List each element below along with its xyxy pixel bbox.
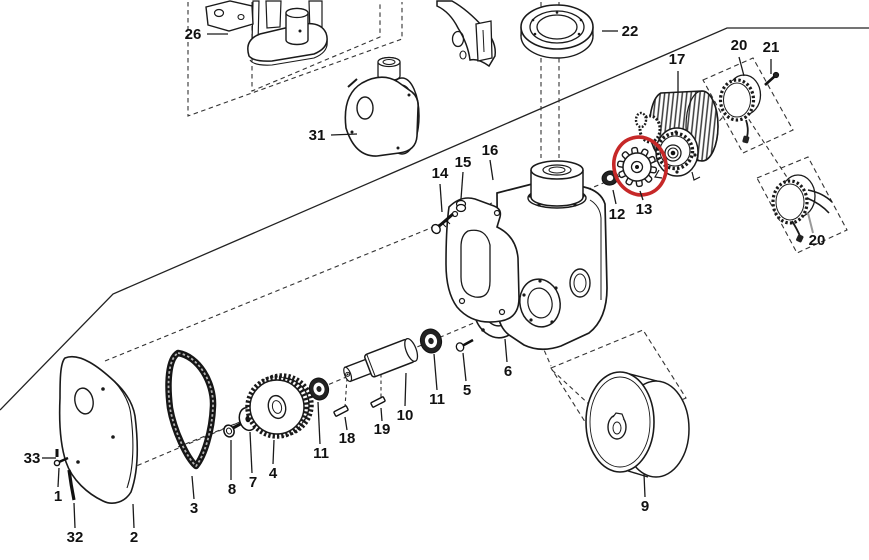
part-label-20-top: 20 <box>731 37 748 54</box>
part-label-33: 33 <box>24 450 41 467</box>
part-33-screw <box>53 449 69 467</box>
part-26-bracket-assembly <box>205 0 328 66</box>
part-label-17: 17 <box>669 51 686 68</box>
highlight-circle <box>612 135 668 197</box>
part-14-bolt <box>431 212 454 235</box>
part-19-key <box>370 396 386 408</box>
part-label-9: 9 <box>641 498 649 515</box>
part-16-housing <box>445 160 608 351</box>
frame-arm-fragment <box>436 0 497 68</box>
part-label-21: 21 <box>763 39 780 56</box>
part-17-motor <box>634 90 719 181</box>
part-label-8: 8 <box>228 481 236 498</box>
part-31-gearbox <box>344 56 420 157</box>
part-label-5: 5 <box>463 382 471 399</box>
part-label-20-bottom: 20 <box>809 232 826 249</box>
frame-outline <box>0 27 869 411</box>
part-11-bearing-left <box>308 377 330 401</box>
part-13-sprocket <box>616 146 658 188</box>
part-label-32: 32 <box>67 529 84 546</box>
part-32-rod <box>67 469 76 501</box>
part-label-18: 18 <box>339 430 356 447</box>
part-label-3: 3 <box>190 500 198 517</box>
callout-labels: 26 31 22 17 20 21 14 15 16 12 13 20 5 6 … <box>24 23 826 546</box>
part-label-14: 14 <box>432 165 449 182</box>
part-11-bearing-right <box>419 328 443 354</box>
part-21-screw <box>764 71 780 86</box>
part-20-cover-top <box>718 74 762 144</box>
part-3-chain <box>165 349 217 470</box>
leader-lines <box>42 30 814 529</box>
part-20-cover-bottom <box>771 174 833 243</box>
part-22-bearing <box>520 4 594 59</box>
part-label-16: 16 <box>482 142 499 159</box>
part-10-shaft <box>343 337 419 383</box>
part-18-key <box>333 405 349 417</box>
part-label-11-right: 11 <box>429 391 445 408</box>
part-label-31: 31 <box>309 127 326 144</box>
part-label-12: 12 <box>609 206 626 223</box>
part-9-wheel <box>585 371 690 478</box>
part-label-6: 6 <box>504 363 512 380</box>
part-label-19: 19 <box>374 421 391 438</box>
part-label-11-left: 11 <box>313 445 329 462</box>
part-15-nut <box>455 199 467 213</box>
part-label-22: 22 <box>622 23 639 40</box>
part-label-1: 1 <box>54 488 62 505</box>
part-label-15: 15 <box>455 154 472 171</box>
part-label-13: 13 <box>636 201 653 218</box>
part-label-2: 2 <box>130 529 138 546</box>
part-label-7: 7 <box>249 474 257 491</box>
part-2-cover <box>58 355 139 504</box>
part-4-sprocket <box>245 373 314 439</box>
part-label-26: 26 <box>185 26 202 43</box>
part-label-4: 4 <box>269 465 278 482</box>
part-label-10: 10 <box>397 407 414 424</box>
part-5-bolt <box>455 338 474 352</box>
